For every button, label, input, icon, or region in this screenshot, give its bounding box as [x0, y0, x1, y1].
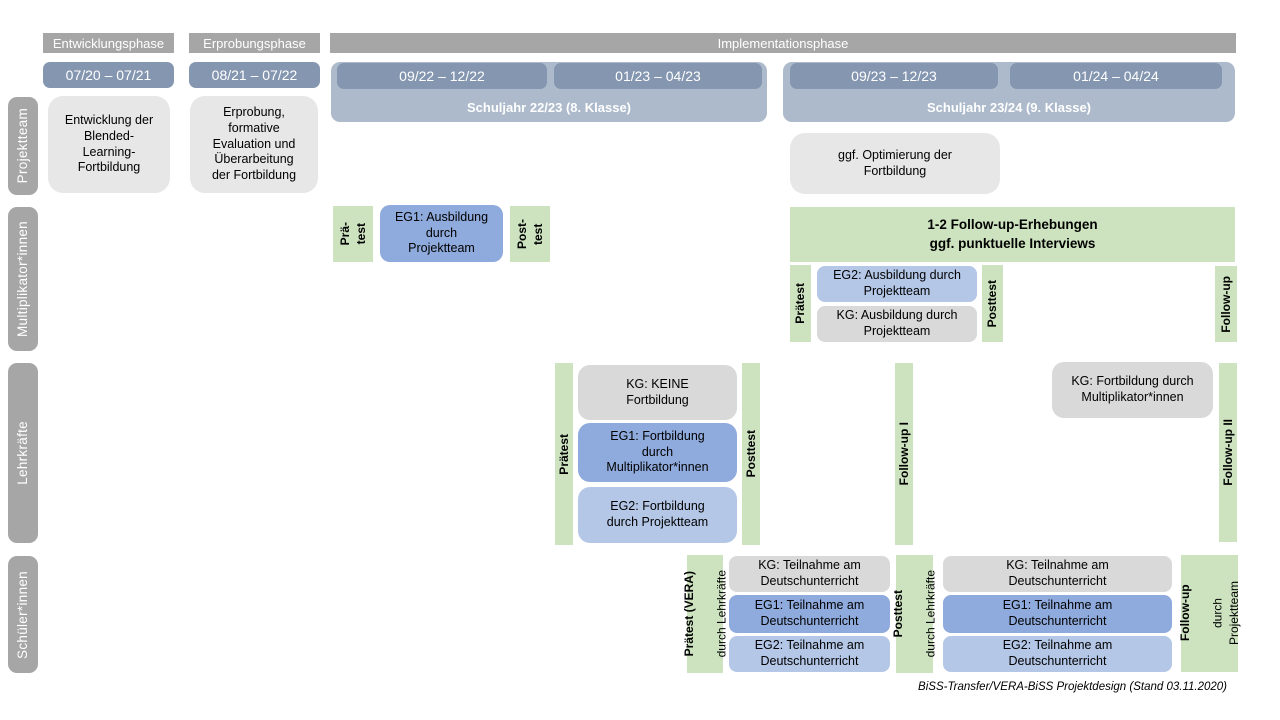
- pretest-vera-title: Prätest (VERA): [681, 571, 696, 657]
- box-eg1-ausbildung-projektteam: EG1: Ausbildung durch Projektteam: [380, 205, 503, 262]
- box-eg1-fortbildung-multiplikatoren: EG1: Fortbildung durch Multiplikator*inn…: [578, 423, 737, 482]
- phase-header-entwicklungsphase: Entwicklungsphase: [43, 33, 174, 53]
- date-bar-0922-1222: 09/22 – 12/22: [337, 63, 547, 89]
- pretest-bar-lehrkraefte: Prätest: [555, 363, 573, 545]
- followup2-bar-lehrkraefte: Follow-up II: [1219, 363, 1237, 542]
- date-bar-0821-0722: 08/21 – 07/22: [189, 62, 320, 88]
- pretest-vera-bar-schueler: Prätest (VERA) durch Lehrkräfte: [682, 555, 728, 673]
- footer-caption: BiSS-Transfer/VERA-BiSS Projektdesign (S…: [918, 681, 1227, 693]
- banner-followup-erhebungen: 1-2 Follow-up-Erhebungen ggf. punktuelle…: [790, 207, 1235, 262]
- box-eg2-teilnahme-rechts: EG2: Teilnahme am Deutschunterricht: [943, 636, 1172, 672]
- row-label-lehrkraefte-text: Lehrkräfte: [14, 421, 30, 485]
- pretest-bar-multiplikatoren-2: Prätest: [790, 265, 811, 342]
- box-eg1-teilnahme-rechts: EG1: Teilnahme am Deutschunterricht: [943, 595, 1172, 633]
- pretest-bar-text: Prä- test: [337, 222, 368, 246]
- box-eg2-teilnahme-links: EG2: Teilnahme am Deutschunterricht: [729, 636, 890, 672]
- followup-bar-schueler: Follow-up durch Projektteam: [1178, 555, 1241, 672]
- box-kg-teilnahme-rechts: KG: Teilnahme am Deutschunterricht: [943, 556, 1172, 592]
- row-label-projektteam-text: Projektteam: [14, 108, 30, 184]
- posttest-bar-multiplikatoren-2: Posttest: [982, 265, 1003, 342]
- posttest-bar-multiplikatoren-1: Post- test: [510, 206, 550, 262]
- date-bar-0124-0424: 01/24 – 04/24: [1010, 63, 1222, 89]
- box-kg-teilnahme-links: KG: Teilnahme am Deutschunterricht: [729, 556, 890, 592]
- row-label-lehrkraefte: Lehrkräfte: [8, 363, 38, 543]
- followup-schueler-sub: durch Projektteam: [1210, 581, 1241, 646]
- followup1-bar-lehrkraefte: Follow-up I: [895, 363, 913, 545]
- pretest2-bar-text: Prätest: [793, 283, 808, 324]
- followup1-text: Follow-up I: [896, 422, 911, 486]
- followup-bar-text: Follow-up: [1218, 275, 1233, 333]
- box-kg-fortbildung-multiplikatoren: KG: Fortbildung durch Multiplikator*inne…: [1052, 362, 1213, 418]
- schuljahr-2223-label: Schuljahr 22/23 (8. Klasse): [466, 100, 632, 115]
- row-label-schueler-text: Schüler*innen: [14, 570, 30, 659]
- followup2-text: Follow-up II: [1220, 419, 1235, 486]
- box-eg1-teilnahme-links: EG1: Teilnahme am Deutschunterricht: [729, 595, 890, 633]
- box-eg2-fortbildung-projektteam: EG2: Fortbildung durch Projektteam: [578, 487, 737, 543]
- row-label-projektteam: Projektteam: [8, 97, 38, 195]
- posttest-bar-lehrkraefte: Posttest: [742, 363, 760, 545]
- box-optimierung-fortbildung: ggf. Optimierung der Fortbildung: [790, 133, 1000, 194]
- followup-schueler-text: Follow-up durch Projektteam: [1161, 581, 1258, 645]
- posttest-lehrkraefte-text: Posttest: [743, 430, 758, 478]
- posttest-schueler-title: Posttest: [891, 590, 906, 638]
- box-eg2-ausbildung-projektteam: EG2: Ausbildung durch Projektteam: [817, 266, 977, 302]
- box-kg-ausbildung-projektteam: KG: Ausbildung durch Projektteam: [817, 306, 977, 342]
- followup-schueler-title: Follow-up: [1178, 585, 1193, 642]
- schuljahr-2324-label: Schuljahr 23/24 (9. Klasse): [926, 100, 1092, 115]
- posttest-schueler-sub: durch Lehrkräfte: [923, 570, 938, 658]
- posttest2-bar-text: Posttest: [985, 279, 1000, 328]
- followup-bar-multiplikatoren: Follow-up: [1215, 266, 1237, 342]
- date-bar-0123-0423: 01/23 – 04/23: [554, 63, 762, 89]
- row-label-schueler: Schüler*innen: [8, 556, 38, 673]
- date-bar-0923-1223: 09/23 – 12/23: [790, 63, 998, 89]
- box-erprobung-evaluation: Erprobung, formative Evaluation und Über…: [190, 96, 318, 193]
- row-label-multiplikatoren: Multiplikator*innen: [8, 207, 38, 351]
- pretest-lehrkraefte-text: Prätest: [556, 433, 571, 475]
- phase-header-implementationsphase: Implementationsphase: [330, 33, 1236, 53]
- posttest-bar-schueler: Posttest durch Lehrkräfte: [891, 555, 938, 673]
- phase-header-erprobungsphase: Erprobungsphase: [189, 33, 320, 53]
- date-bar-0720-0721: 07/20 – 07/21: [43, 62, 174, 88]
- pretest-vera-sub: durch Lehrkräfte: [714, 570, 729, 658]
- pretest-bar-multiplikatoren-1: Prä- test: [333, 206, 373, 262]
- box-entwicklung-fortbildung: Entwicklung der Blended- Learning- Fortb…: [48, 96, 170, 193]
- row-label-multiplikatoren-text: Multiplikator*innen: [14, 220, 30, 337]
- posttest-bar-text: Post- test: [514, 219, 545, 249]
- box-kg-keine-fortbildung: KG: KEINE Fortbildung: [578, 365, 737, 420]
